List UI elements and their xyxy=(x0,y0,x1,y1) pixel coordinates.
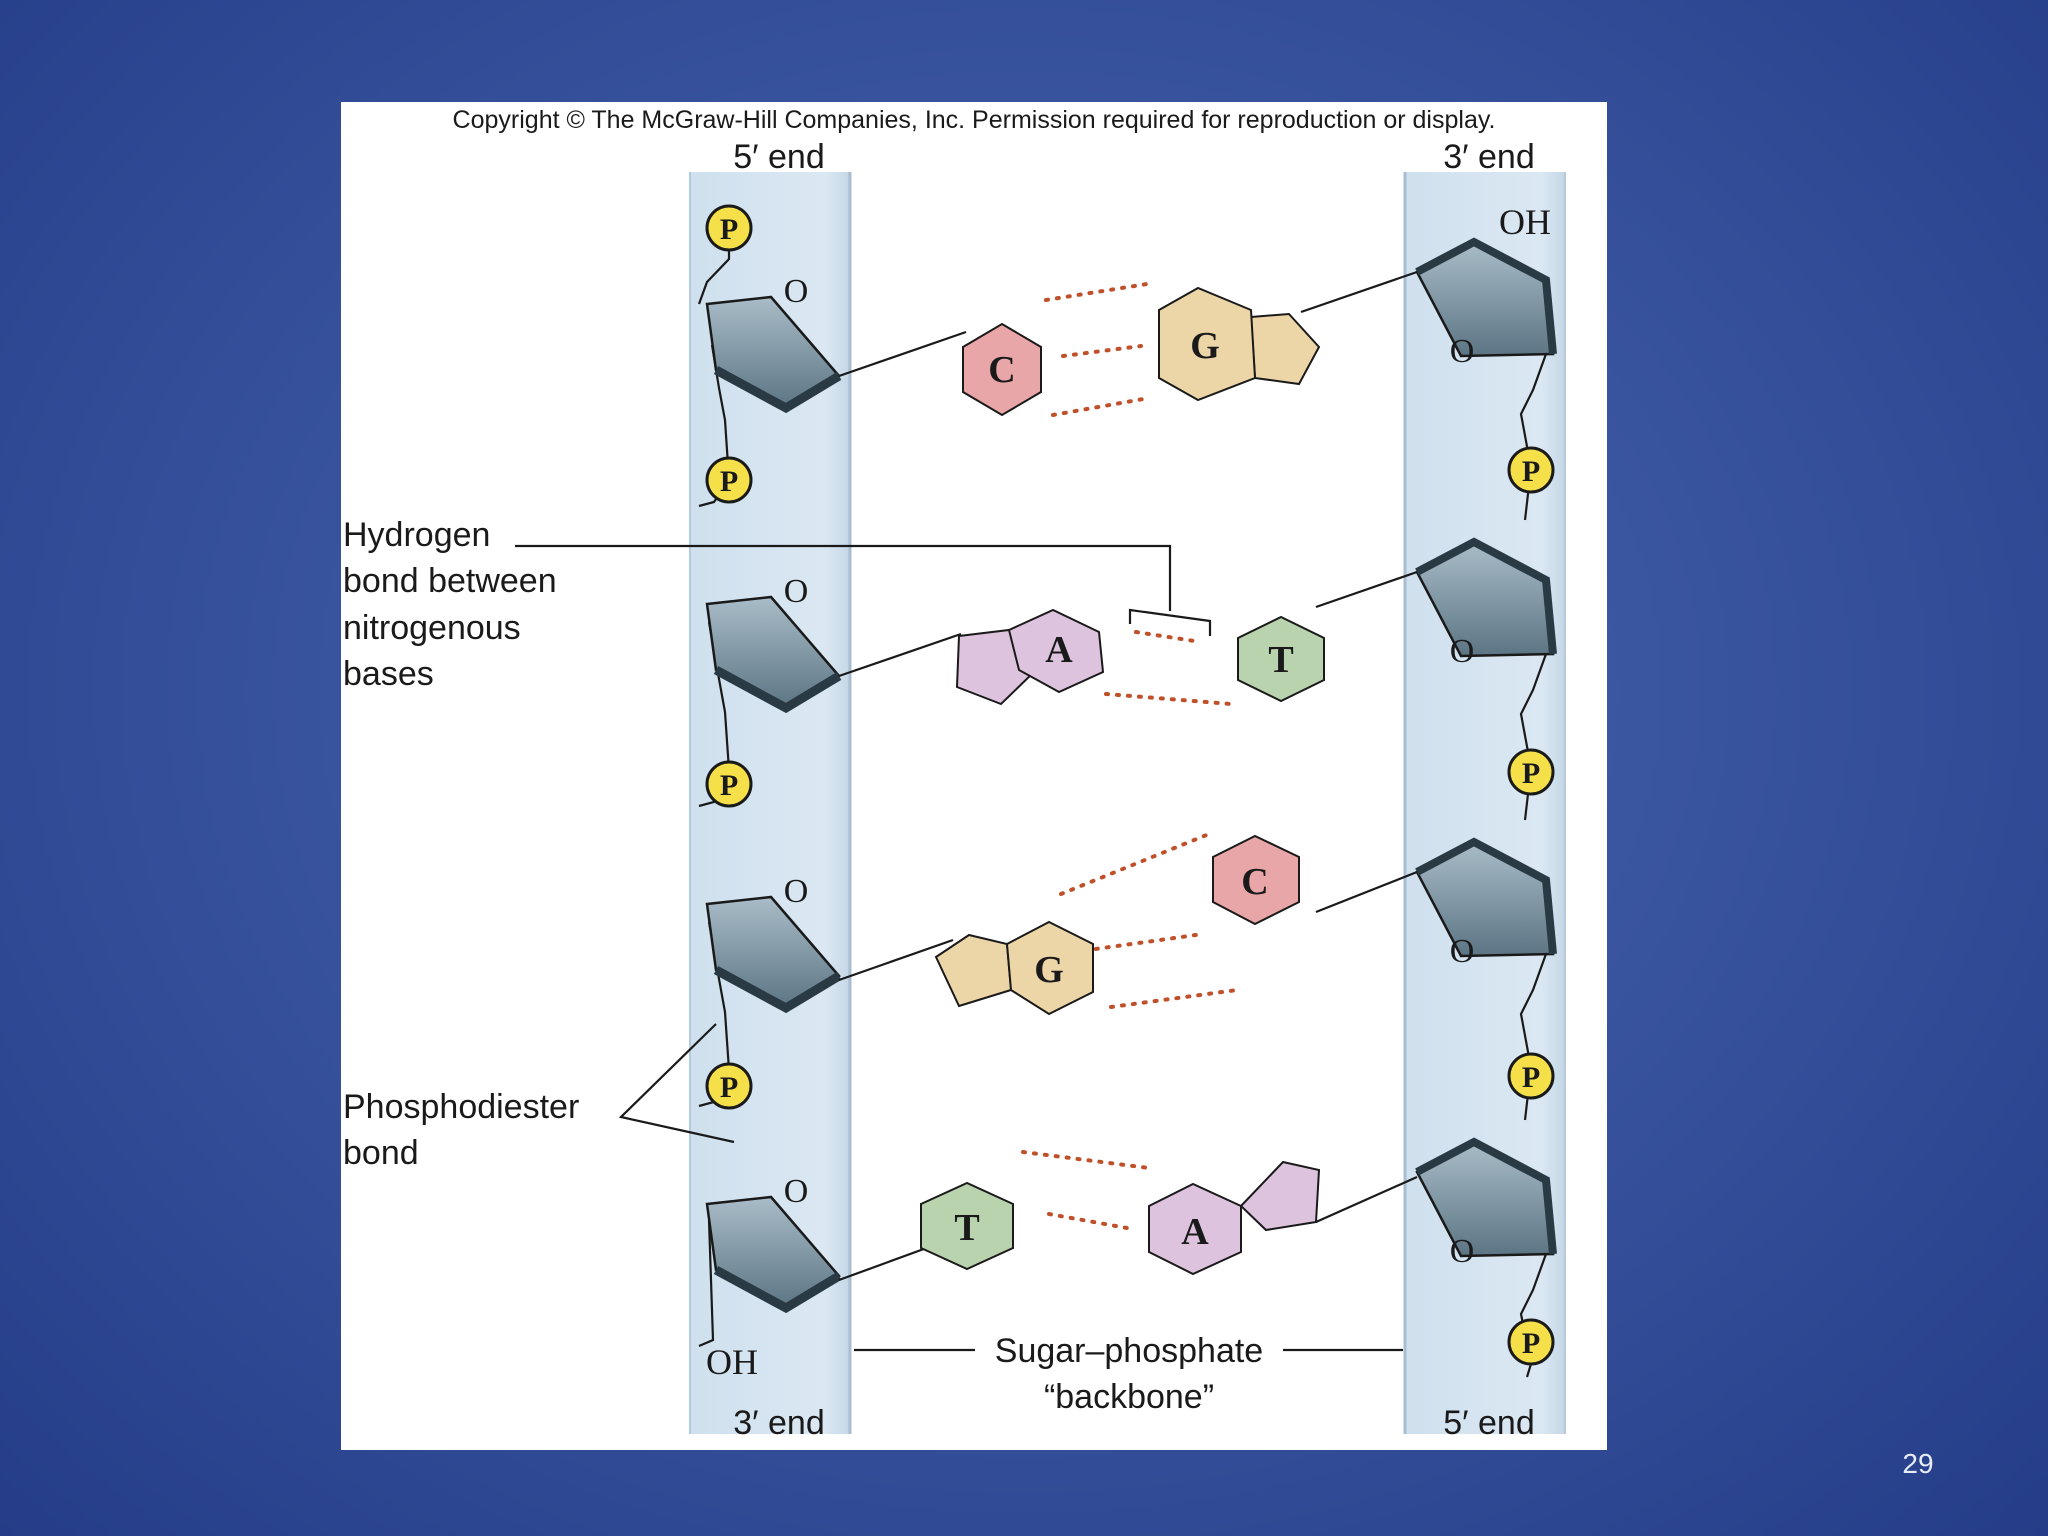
right-phosphate-3-symbol: P xyxy=(1522,1061,1540,1094)
left-ring-oxygen-2: O xyxy=(784,573,809,610)
left-phosphate-1-symbol: P xyxy=(720,213,738,246)
backbone-label: Sugar–phosphate “backbone” xyxy=(854,1332,1403,1416)
phosphodiester-label-line1: Phosphodiester xyxy=(343,1088,579,1126)
guanine-pentagon-3 xyxy=(934,933,1013,1008)
base-pair-2: A T xyxy=(955,608,1325,706)
guanine-ring-1 xyxy=(1158,286,1257,402)
right-phosphate-4 xyxy=(1507,1318,1555,1366)
copyright-notice: Copyright © The McGraw-Hill Companies, I… xyxy=(453,106,1496,134)
left-ring-oxygen-3: O xyxy=(784,873,809,910)
right-phosphate-3 xyxy=(1507,1052,1555,1100)
hydrogen-bond-leader xyxy=(515,544,1212,636)
right-phosphate-2 xyxy=(1507,748,1555,796)
base-pair-1: C G xyxy=(962,282,1321,417)
page-number: 29 xyxy=(1902,1448,1934,1479)
right-sugar-2 xyxy=(1415,537,1557,658)
base-t-2: T xyxy=(1268,639,1293,681)
glycosidic-bonds xyxy=(838,270,1418,1282)
hydrogen-bond-label-line1: Hydrogen xyxy=(343,516,490,554)
base-g-3: G xyxy=(1034,949,1064,991)
dna-figure: Copyright © The McGraw-Hill Companies, I… xyxy=(341,102,1607,1450)
base-t-4: T xyxy=(954,1207,979,1249)
thymine-ring-4 xyxy=(920,1181,1014,1271)
hydrogen-bond-label-line2: bond between xyxy=(343,562,557,600)
hydrogen-bonds-2 xyxy=(1104,630,1233,706)
hydrogen-bonds-4 xyxy=(1021,1150,1151,1230)
cytosine-ring-3 xyxy=(1212,834,1300,926)
left-phosphate-4 xyxy=(705,1062,753,1110)
left-phosphate-3-symbol: P xyxy=(720,769,738,802)
adenine-ring-4 xyxy=(1148,1182,1242,1276)
left-phosphate-2 xyxy=(705,456,753,504)
base-c-3: C xyxy=(1241,861,1268,903)
base-a-2: A xyxy=(1045,629,1073,671)
base-pair-4: T A xyxy=(920,1150,1321,1276)
left-top-end-label: 5′ end xyxy=(733,138,824,176)
right-phosphate-2-symbol: P xyxy=(1522,757,1540,790)
hydrogen-bonds-3 xyxy=(1059,832,1239,1009)
thymine-ring-2 xyxy=(1237,615,1325,703)
left-bottom-end-label: 3′ end xyxy=(733,1404,824,1442)
cytosine-ring-1 xyxy=(962,322,1042,417)
guanine-pentagon-1 xyxy=(1249,312,1321,386)
left-sugar-3 xyxy=(705,895,842,1014)
right-ring-oxygen-1: O xyxy=(1450,333,1475,370)
left-phosphate-4-symbol: P xyxy=(720,1071,738,1104)
hydrogen-bond-label-line4: bases xyxy=(343,655,434,693)
left-sugar-1 xyxy=(705,295,842,414)
left-phosphate-2-symbol: P xyxy=(720,465,738,498)
left-terminal-oh: OH xyxy=(706,1342,758,1382)
right-top-end-label: 3′ end xyxy=(1443,138,1534,176)
hydrogen-bond-label: Hydrogen bond between nitrogenous bases xyxy=(343,516,557,693)
right-sugar-3 xyxy=(1415,837,1557,958)
phosphodiester-label: Phosphodiester bond xyxy=(343,1088,579,1172)
hydrogen-bonds-1 xyxy=(1044,282,1151,417)
left-ring-oxygen-4: O xyxy=(784,1173,809,1210)
right-phosphate-1 xyxy=(1507,446,1555,494)
left-ring-oxygen-1: O xyxy=(784,273,809,310)
right-ring-oxygen-4: O xyxy=(1450,1233,1475,1270)
right-bottom-end-label: 5′ end xyxy=(1443,1404,1534,1442)
base-g-1: G xyxy=(1190,325,1220,367)
dna-structure-diagram: Copyright © The McGraw-Hill Companies, I… xyxy=(343,106,1566,1442)
left-phosphate-3 xyxy=(705,760,753,808)
phosphodiester-label-line2: bond xyxy=(343,1134,419,1172)
right-phosphate-4-symbol: P xyxy=(1522,1327,1540,1360)
left-phosphate-1 xyxy=(705,204,753,252)
base-pair-3: G C xyxy=(934,832,1300,1016)
right-terminal-oh: OH xyxy=(1499,202,1551,242)
right-sugar-1 xyxy=(1415,237,1557,358)
left-sugar-4 xyxy=(705,1195,842,1314)
right-phosphate-1-symbol: P xyxy=(1522,455,1540,488)
right-sugar-4 xyxy=(1415,1137,1557,1258)
backbone-label-line2: “backbone” xyxy=(1044,1378,1214,1416)
adenine-ring-2 xyxy=(1007,608,1105,694)
right-ring-oxygen-3: O xyxy=(1450,933,1475,970)
left-sugar-2 xyxy=(705,595,842,714)
phosphodiester-leader xyxy=(618,1023,735,1144)
backbone-label-line1: Sugar–phosphate xyxy=(995,1332,1263,1370)
base-a-4: A xyxy=(1181,1211,1209,1253)
adenine-pentagon-4 xyxy=(1239,1160,1321,1232)
base-c-1: C xyxy=(988,349,1015,391)
guanine-ring-3 xyxy=(1005,920,1094,1016)
right-ring-oxygen-2: O xyxy=(1450,633,1475,670)
hydrogen-bond-label-line3: nitrogenous xyxy=(343,609,521,647)
